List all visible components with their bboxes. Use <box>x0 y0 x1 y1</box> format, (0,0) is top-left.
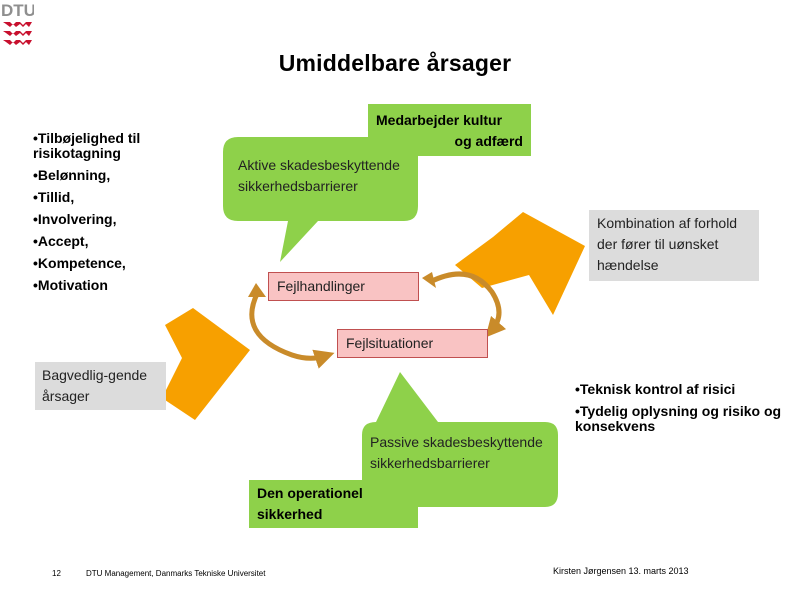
passive-barriers-label: Passive skadesbeskyttende sikkerhedsbarr… <box>370 434 543 471</box>
passive-barriers-label-overlap <box>370 474 550 495</box>
combination-box: Kombination af forhold der fører til uøn… <box>589 210 759 281</box>
active-callout-shape <box>223 137 418 262</box>
passive-callout-shape <box>362 372 558 507</box>
bullet-item: Kompetence, <box>33 256 203 271</box>
footer-institution: DTU Management, Danmarks Tekniske Univer… <box>86 569 266 578</box>
cycle-arrow-right <box>428 271 507 338</box>
bullet-item: Motivation <box>33 278 203 293</box>
dtu-logo: DTU <box>1 1 36 45</box>
fejlhandlinger-box: Fejlhandlinger <box>268 272 419 301</box>
active-barriers-label: Aktive skadesbeskyttende sikkerhedsbarri… <box>238 157 400 194</box>
right-bullet-list: Teknisk kontrol af risici Tydelig oplysn… <box>575 382 800 441</box>
page-title: Umiddelbare årsager <box>278 50 512 76</box>
cycle-arrow-left-tip <box>248 283 266 297</box>
culture-line-2: og adfærd <box>454 133 523 149</box>
culture-line-1: Medarbejder kultur <box>376 112 503 128</box>
logo-mark-icon <box>3 22 32 45</box>
bullet-item: Belønning, <box>33 168 203 183</box>
cycle-arrow-right-tail <box>422 272 436 288</box>
right-orange-arrow <box>455 212 585 315</box>
footer-author-date: Kirsten Jørgensen 13. marts 2013 <box>553 566 689 576</box>
page-number: 12 <box>52 569 61 578</box>
bullet-item: Tydelig oplysning og risiko og konsekven… <box>575 404 800 434</box>
bullet-item: Accept, <box>33 234 203 249</box>
logo-text: DTU <box>1 1 34 20</box>
fejlsituationer-box: Fejlsituationer <box>337 329 488 358</box>
bullet-item: Teknisk kontrol af risici <box>575 382 800 397</box>
bullet-item: Tilbøjelighed til risikotagning <box>33 131 203 161</box>
cycle-arrow-left <box>249 290 335 369</box>
backward-causes-box: Bagvedlig-gende årsager <box>35 362 166 410</box>
left-bullet-list: Tilbøjelighed til risikotagning Belønnin… <box>33 131 203 300</box>
culture-box: Medarbejder kultur og adfærd <box>368 104 531 156</box>
bullet-item: Tillid, <box>33 190 203 205</box>
left-orange-arrow <box>162 308 250 420</box>
bullet-item: Involvering, <box>33 212 203 227</box>
